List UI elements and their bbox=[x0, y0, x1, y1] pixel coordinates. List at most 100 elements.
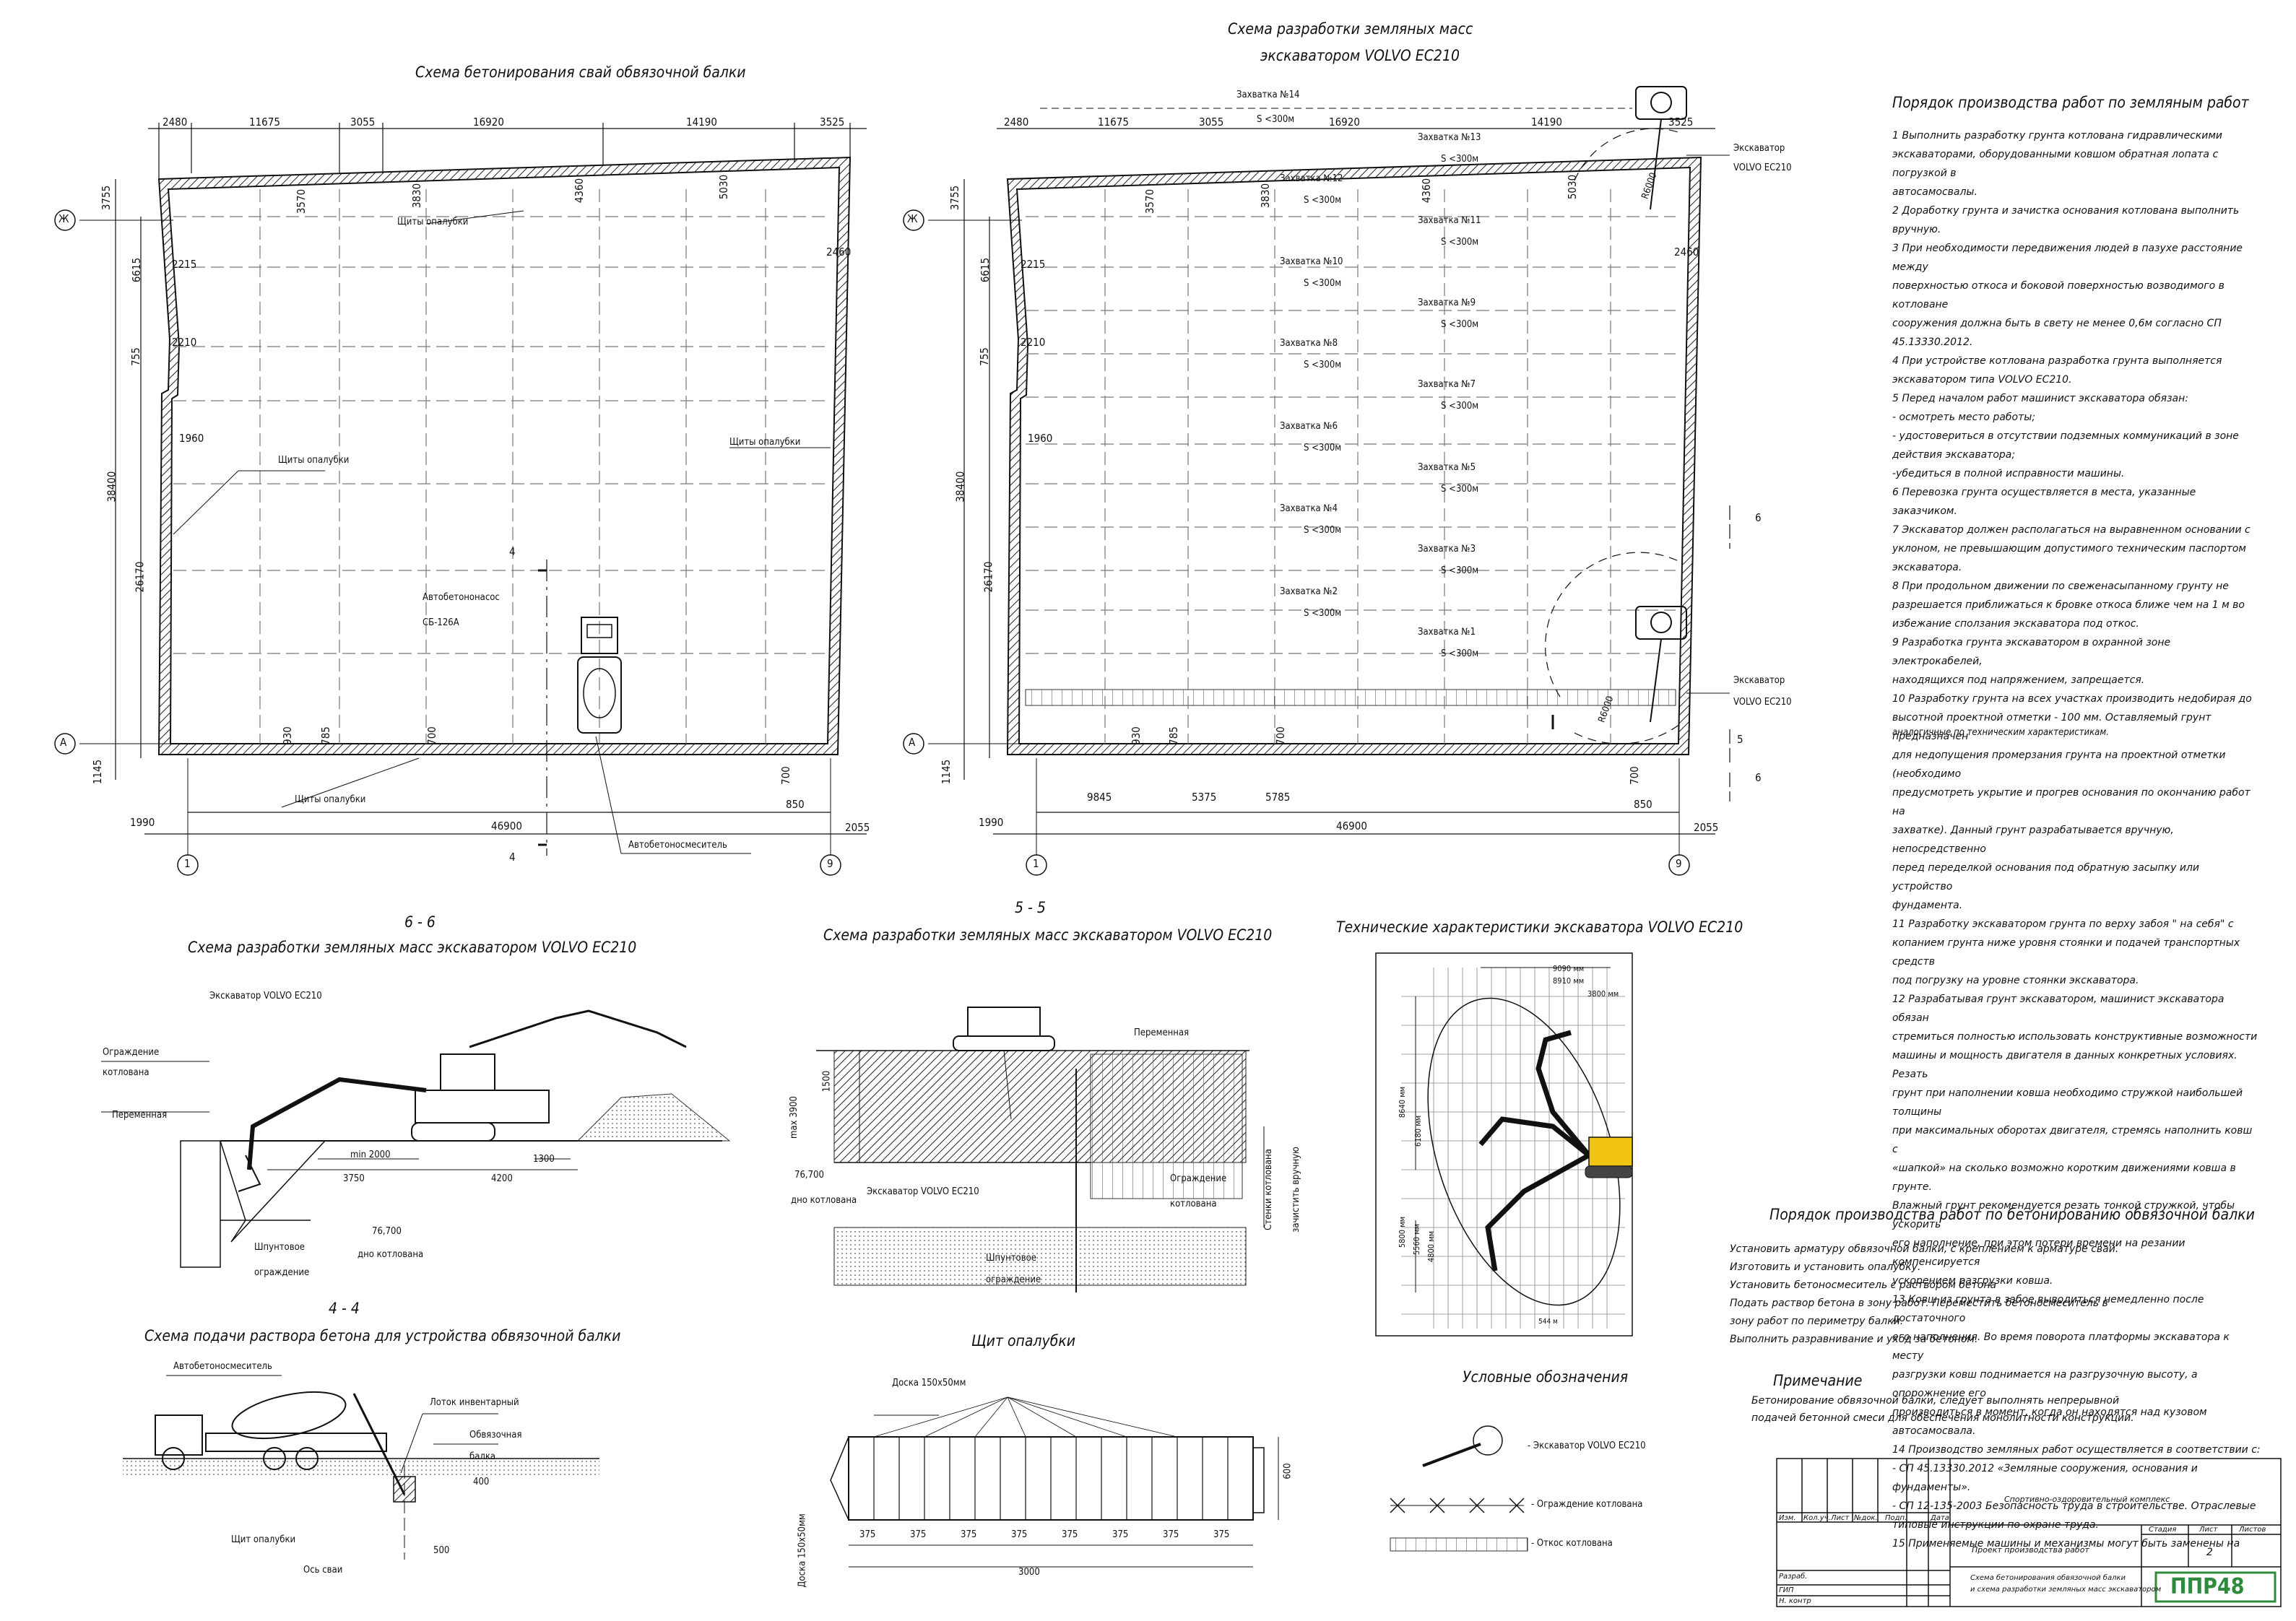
dim: 375 bbox=[1062, 1529, 1078, 1540]
pile-label: Ось сваи bbox=[303, 1565, 343, 1576]
text-line: зону работ по периметру балки. bbox=[1730, 1316, 1904, 1327]
tech-dim: 8640 мм bbox=[1398, 1086, 1408, 1118]
dim: 3000 bbox=[1018, 1567, 1040, 1578]
zone-area: S <300м bbox=[1304, 360, 1342, 370]
section66-mark: 6 - 6 bbox=[404, 913, 436, 931]
title-block-lines bbox=[1776, 1458, 2282, 1607]
zone-label: Захватка №5 bbox=[1418, 462, 1476, 473]
beam-label: Обвязочная bbox=[469, 1430, 522, 1440]
bottom-label: дно котлована bbox=[791, 1195, 857, 1206]
text-line: находящихся под напряжением, запрещается… bbox=[1892, 674, 2145, 686]
legend-title: Условные обозначения bbox=[1463, 1368, 1629, 1386]
sheet-label: Шпунтовое bbox=[254, 1242, 305, 1253]
dim: 4200 bbox=[491, 1173, 513, 1184]
fence-label: котлована bbox=[103, 1067, 150, 1078]
dim: 2055 bbox=[845, 821, 870, 834]
dim: 755 bbox=[977, 347, 991, 366]
zone-label: Захватка №4 bbox=[1280, 503, 1338, 514]
zone-area: S <300м bbox=[1441, 401, 1479, 412]
text-line: Установить арматуру обвязочной балки, с … bbox=[1730, 1243, 2119, 1255]
dim: 3830 bbox=[1259, 183, 1273, 209]
dim: 26170 bbox=[982, 561, 995, 593]
variable-label: Переменная bbox=[112, 1110, 168, 1121]
dim: 930 bbox=[280, 726, 294, 745]
dim: 375 bbox=[961, 1529, 977, 1540]
text-line: Подать раствор бетона в зону работ. Пере… bbox=[1730, 1298, 2108, 1309]
walls-label: Стенки котлована bbox=[1262, 1149, 1274, 1230]
excavator-label: Экскаватор VOLVO EC210 bbox=[867, 1186, 979, 1197]
board-label: Доска 150х50мм bbox=[892, 1378, 966, 1389]
zone-area: S <300м bbox=[1304, 278, 1342, 289]
works-earth-title: Порядок производства работ по земляным р… bbox=[1892, 94, 2249, 111]
axis-label: 1 bbox=[184, 857, 191, 870]
text-line: стремиться полностью использовать констр… bbox=[1892, 1031, 2258, 1043]
text-line: «шапкой» на сколько возможно коротким дв… bbox=[1892, 1162, 2236, 1193]
stamp-side: Разраб. bbox=[1779, 1573, 1808, 1581]
shield-label: Щит опалубки bbox=[231, 1534, 296, 1545]
text-line: предусмотреть укрытие и прогрев основани… bbox=[1892, 787, 2250, 817]
dim: 3055 bbox=[1199, 116, 1224, 129]
dim: 850 bbox=[1634, 798, 1652, 811]
section55-title: Схема разработки земляных масс экскавато… bbox=[823, 926, 1273, 944]
tech-dim: 5560 мм bbox=[1412, 1223, 1422, 1256]
dim: 38400 bbox=[953, 471, 967, 503]
left-plan bbox=[54, 123, 867, 876]
dim: 700 bbox=[779, 766, 792, 785]
text-line: машины и мощность двигателя в данных кон… bbox=[1892, 1050, 2237, 1080]
section44-mark: 4 - 4 bbox=[329, 1300, 360, 1317]
axis-label: 9 bbox=[1676, 857, 1682, 870]
text-line: грунт при наполнении ковша необходимо ст… bbox=[1892, 1087, 2243, 1118]
dim: 4360 bbox=[573, 178, 586, 204]
zone-area: S <300м bbox=[1441, 648, 1479, 659]
zone-area: S <300м bbox=[1441, 154, 1479, 165]
axis-label: Ж bbox=[59, 212, 69, 225]
zone-label: Захватка №3 bbox=[1418, 544, 1476, 555]
fence-label: Ограждение bbox=[103, 1047, 160, 1058]
dim: 1990 bbox=[130, 816, 155, 829]
zone-label: Захватка №10 bbox=[1280, 256, 1343, 267]
mixer-label: Автобетоносмеситель bbox=[628, 840, 727, 851]
dim: 1500 bbox=[821, 1070, 833, 1092]
dim: 1960 bbox=[1028, 432, 1053, 445]
dim: 6615 bbox=[979, 257, 992, 283]
excavator-label: Экскаватор VOLVO EC210 bbox=[209, 991, 322, 1001]
text-line: ускорением разгрузки ковша. bbox=[1892, 1275, 2053, 1287]
zone-area: S <300м bbox=[1304, 608, 1342, 619]
dim: 3830 bbox=[410, 183, 424, 209]
level-mark: 76,700 bbox=[372, 1226, 402, 1237]
text-line: - осмотреть место работы; bbox=[1892, 412, 2036, 423]
stamp-project: Проект производства работ bbox=[1972, 1545, 2089, 1555]
text-line: сооружения должна быть в свету не менее … bbox=[1892, 318, 2222, 329]
tech-dim: 6180 мм bbox=[1413, 1115, 1424, 1147]
zone-label: Захватка №13 bbox=[1418, 132, 1481, 143]
zone-label: Захватка №9 bbox=[1418, 297, 1476, 308]
text-line: Установить бетоносмеситель с раствором б… bbox=[1730, 1279, 1997, 1291]
section66-title: Схема разработки земляных масс экскавато… bbox=[188, 939, 637, 956]
dim: 375 bbox=[859, 1529, 876, 1540]
zone-area: S <300м bbox=[1441, 484, 1479, 495]
text-line: копанием грунта ниже уровня стоянки и по… bbox=[1892, 937, 2240, 968]
text-line: захватке). Данный грунт разрабатывается … bbox=[1892, 825, 2174, 855]
variable-label: Переменная bbox=[1134, 1027, 1190, 1038]
stamp-sheet-no: 2 bbox=[2206, 1547, 2213, 1558]
shields-label: Щиты опалубки bbox=[295, 794, 366, 805]
logo-frame bbox=[2154, 1571, 2276, 1603]
dim: 3525 bbox=[1668, 116, 1694, 129]
text-line: высотной проектной отметки - 100 мм. Ост… bbox=[1892, 712, 2211, 742]
dim: 2215 bbox=[172, 258, 197, 271]
pump-model: СБ-126А bbox=[423, 617, 459, 628]
overlap-line: аналогичные по техническим характеристик… bbox=[1892, 727, 2109, 738]
text-line: 2 Доработку грунта и зачистка основания … bbox=[1892, 205, 2240, 217]
zone-label: Захватка №7 bbox=[1418, 379, 1476, 390]
axis-label: А bbox=[909, 736, 916, 749]
dim: 3525 bbox=[820, 116, 845, 129]
right-plan bbox=[903, 86, 1730, 876]
tech-dim: 5800 мм bbox=[1398, 1216, 1408, 1248]
stamp-head: №док. bbox=[1854, 1514, 1878, 1522]
sheet-label: Шпунтовое bbox=[986, 1253, 1036, 1264]
board-label: Доска 150х50мм bbox=[797, 1513, 808, 1588]
dim: 1145 bbox=[940, 759, 953, 785]
legend-drawing bbox=[1390, 1425, 1528, 1552]
dim: 26170 bbox=[133, 561, 147, 593]
dim: 3570 bbox=[1143, 188, 1157, 214]
